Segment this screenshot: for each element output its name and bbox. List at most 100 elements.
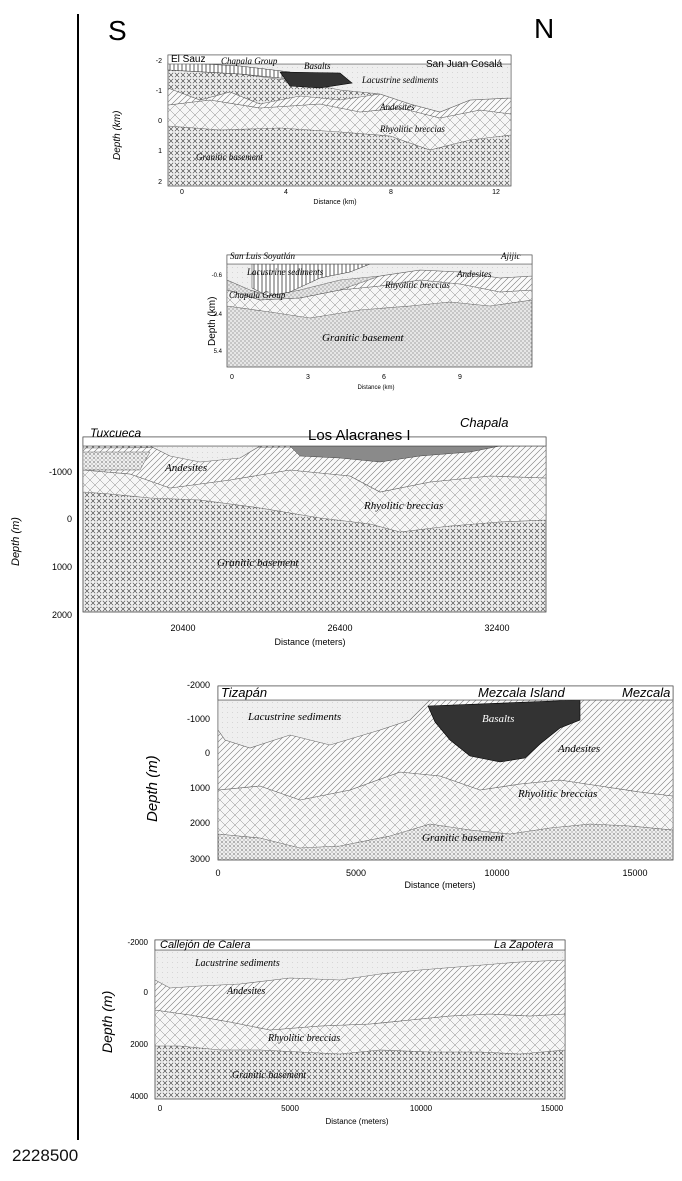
- section-2-chapala-group: [251, 263, 371, 297]
- section-2-unit-granitic: Granitic basement: [322, 332, 405, 344]
- section-4-unit-granitic: Granitic basement: [422, 832, 505, 844]
- section-1-place-left: El Sauz: [171, 54, 205, 65]
- section-4-unit-basalts: Basalts: [482, 713, 514, 725]
- section-4-ytick-5: 3000: [190, 854, 210, 864]
- section-2-unit-chapala: Chapala Group: [229, 290, 286, 300]
- section-3-ylabel: Depth (m): [10, 517, 22, 566]
- section-2-ytick-0: -0.6: [212, 273, 223, 279]
- section-5-ytick-0: -2000: [128, 938, 149, 947]
- section-3-xtick-2: 32400: [484, 623, 509, 633]
- section-1-ytick-4: 2: [158, 179, 162, 186]
- section-2-xlabel: Distance (km): [357, 385, 394, 391]
- section-2-xtick-2: 6: [382, 374, 386, 381]
- section-4-ytick-2: 0: [205, 748, 210, 758]
- section-5-ytick-1: 0: [144, 988, 149, 997]
- section-5-unit-granitic: Granitic basement: [232, 1070, 306, 1081]
- section-2-andesites: [226, 269, 533, 301]
- section-4-ylabel: Depth (m): [144, 755, 161, 822]
- section-4-place-center: Mezcala Island: [478, 685, 565, 700]
- section-4-unit-lacustrine: Lacustrine sediments: [247, 711, 341, 723]
- section-3-unit-rhyolitic: Rhyolitic breccias: [363, 500, 443, 512]
- section-4-ytick-3: 1000: [190, 783, 210, 793]
- section-2-ylabel: Depth (km): [207, 297, 218, 346]
- south-label: S: [108, 15, 127, 46]
- section-3-unit-andesites: Andesites: [164, 462, 207, 474]
- section-3-ytick-3: 2000: [52, 610, 72, 620]
- section-4-xtick-3: 15000: [622, 868, 647, 878]
- north-label: N: [534, 13, 554, 44]
- section-4-place-left: Tizapán: [221, 685, 267, 700]
- section-4-ytick-1: -1000: [187, 714, 210, 724]
- section-5-unit-andesites: Andesites: [226, 986, 265, 997]
- section-4-unit-andesites: Andesites: [557, 743, 600, 755]
- section-5-place-right: La Zapotera: [494, 939, 553, 951]
- section-4-xtick-1: 5000: [346, 868, 366, 878]
- section-3-xtick-0: 20400: [170, 623, 195, 633]
- section-1-ytick-2: 0: [158, 118, 162, 125]
- section-3-place-left: Tuxcueca: [90, 426, 141, 440]
- section-2-xtick-1: 3: [306, 374, 310, 381]
- section-2-ytick-1: 2.4: [214, 312, 223, 318]
- section-1-xtick-1: 4: [284, 189, 288, 196]
- section-2-unit-lacustrine: Lacustrine sediments: [246, 267, 324, 277]
- section-2-unit-rhyolitic: Rhyolitic breccias: [384, 280, 450, 290]
- section-4-xtick-2: 10000: [484, 868, 509, 878]
- section-1-unit-lacustrine: Lacustrine sediments: [361, 75, 439, 85]
- section-4-ytick-4: 2000: [190, 818, 210, 828]
- section-5-xtick-1: 5000: [281, 1104, 299, 1113]
- section-1-xtick-2: 8: [389, 189, 393, 196]
- section-5-unit-rhyolitic: Rhyolitic breccias: [267, 1033, 340, 1044]
- section-1-xlabel: Distance (km): [313, 199, 356, 206]
- section-3-xtick-1: 26400: [327, 623, 352, 633]
- section-3: Tuxcueca Los Alacranes I Chapala Andesit…: [10, 415, 547, 647]
- section-1-xtick-0: 0: [180, 189, 184, 196]
- section-4-lacustrine: [217, 699, 431, 749]
- section-3-gray-layer: [289, 445, 501, 463]
- section-4-xtick-0: 0: [215, 868, 220, 878]
- section-4-xlabel: Distance (meters): [404, 880, 475, 890]
- section-2-xtick-3: 9: [458, 374, 462, 381]
- section-4-basalts: [427, 699, 581, 763]
- section-5-unit-lacustrine: Lacustrine sediments: [194, 958, 280, 969]
- section-3-place-right: Chapala: [460, 415, 508, 430]
- section-1-unit-chapala: Chapala Group: [221, 56, 278, 66]
- section-2-place-right: Ajijic: [500, 251, 521, 261]
- section-2-xtick-0: 0: [230, 374, 234, 381]
- section-5-ylabel: Depth (m): [99, 991, 115, 1053]
- section-3-unit-granitic: Granitic basement: [217, 557, 300, 569]
- section-1-unit-granitic: Granitic basement: [196, 152, 263, 162]
- section-1-place-right: San Juan Cosalá: [426, 59, 503, 70]
- section-1: El Sauz San Juan Cosalá Chapala Group Ba…: [112, 54, 512, 206]
- section-1-ytick-0: -2: [156, 58, 162, 65]
- section-5-xtick-2: 10000: [410, 1104, 433, 1113]
- section-1-ytick-3: 1: [158, 148, 162, 155]
- section-1-ylabel: Depth (km): [112, 111, 123, 160]
- figure-code: 2228500: [12, 1146, 79, 1165]
- section-2-ytick-2: 5.4: [214, 349, 223, 355]
- section-2: San Luis Soyatlán Ajijic Lacustrine sedi…: [207, 251, 533, 391]
- section-1-unit-rhyolitic: Rhyolitic breccias: [379, 124, 445, 134]
- section-3-ytick-2: 1000: [52, 562, 72, 572]
- section-4-place-right: Mezcala: [622, 685, 670, 700]
- section-1-ytick-1: -1: [156, 88, 162, 95]
- section-3-ytick-0: -1000: [49, 467, 72, 477]
- section-3-xlabel: Distance (meters): [274, 637, 345, 647]
- section-5-xtick-0: 0: [158, 1104, 163, 1113]
- section-5-xlabel: Distance (meters): [325, 1117, 388, 1126]
- section-4: Tizapán Mezcala Island Mezcala Lacustrin…: [144, 680, 674, 890]
- section-5-place-left: Callejón de Calera: [160, 939, 251, 951]
- section-3-place-center: Los Alacranes I: [308, 427, 411, 444]
- section-3-andesites-small: [82, 451, 151, 471]
- section-1-unit-andesites: Andesites: [379, 102, 415, 112]
- section-1-unit-basalts: Basalts: [304, 61, 331, 71]
- section-2-unit-andesites: Andesites: [456, 269, 492, 279]
- section-5-xtick-3: 15000: [541, 1104, 564, 1113]
- section-1-xtick-3: 12: [492, 189, 500, 196]
- section-5-ytick-3: 4000: [130, 1092, 148, 1101]
- section-2-place-left: San Luis Soyatlán: [230, 251, 296, 261]
- section-1-basalts: [279, 71, 353, 89]
- section-5-ytick-2: 2000: [130, 1040, 148, 1049]
- section-3-ytick-1: 0: [67, 514, 72, 524]
- section-5-lacustrine: [154, 949, 566, 989]
